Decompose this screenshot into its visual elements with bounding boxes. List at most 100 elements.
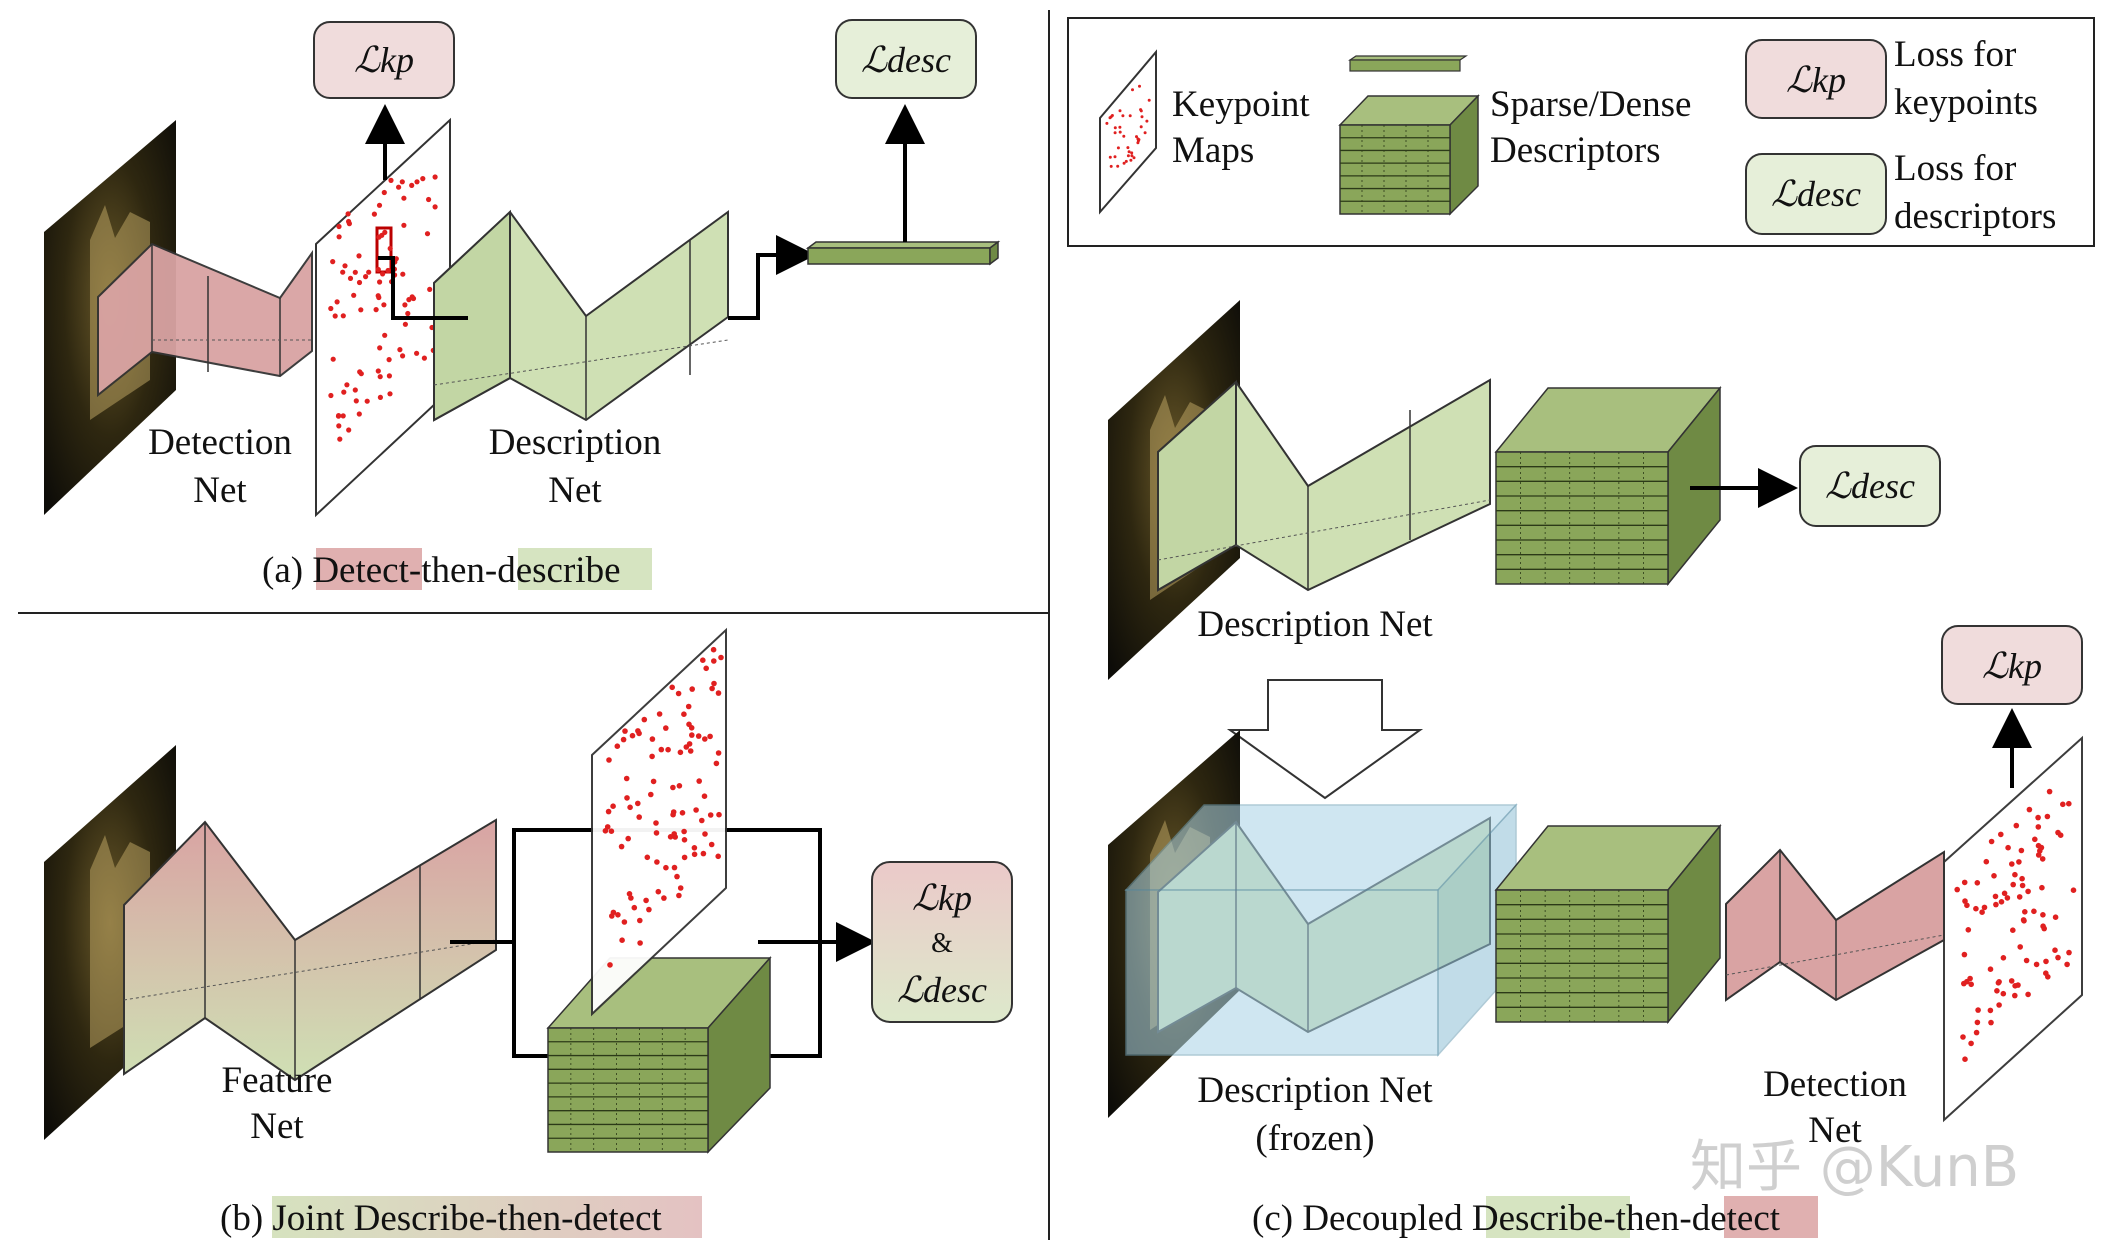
- keypoint-dot: [409, 182, 415, 188]
- keypoint-dot: [330, 259, 336, 265]
- feature-net-b: [123, 818, 497, 1082]
- keypoint-dot: [701, 793, 708, 799]
- keypoint-dot: [1126, 154, 1130, 158]
- keypoint-dot: [2066, 800, 2072, 807]
- description-net-label-2: Net: [548, 470, 602, 511]
- keypoint-dot: [672, 834, 678, 840]
- caption-b-text: Joint Describe-then-detect: [272, 1198, 662, 1239]
- panel-c: ℒdesc Description Net: [1108, 300, 2083, 1239]
- keypoint-dot: [406, 297, 412, 303]
- loss-amp-text-b: &: [931, 928, 953, 959]
- keypoint-dot: [1996, 1002, 2002, 1008]
- legend-keypoint-label-2: Maps: [1172, 130, 1254, 171]
- keypoint-dot: [2010, 881, 2016, 888]
- keypoint-dot: [675, 690, 682, 697]
- keypoint-dot: [1991, 873, 1997, 879]
- keypoint-dot: [715, 853, 721, 860]
- keypoint-dot: [334, 299, 340, 305]
- loss-desc-text-c: ℒdesc: [1825, 466, 1915, 506]
- keypoint-dot: [375, 266, 381, 273]
- keypoint-dot: [1122, 134, 1126, 138]
- keypoint-dot: [1993, 901, 1999, 908]
- keypoint-dot: [1137, 138, 1141, 142]
- arrow-description-to-descriptor: [728, 235, 816, 320]
- caption-c: (c) Decoupled Describe-then-detect: [1252, 1198, 1781, 1239]
- keypoint-dot: [661, 895, 667, 901]
- loss-kp-text-c: ℒkp: [1982, 646, 2042, 686]
- keypoint-dot: [608, 828, 615, 834]
- caption-c-detect: detect: [1692, 1198, 1781, 1239]
- keypoint-dot: [2066, 949, 2072, 956]
- keypoint-dot: [356, 253, 362, 259]
- keypoint-dot: [336, 423, 342, 429]
- keypoint-dot: [635, 728, 641, 734]
- keypoint-dot: [1116, 146, 1120, 150]
- detection-net-label-c-2: Net: [1808, 1110, 1862, 1151]
- keypoint-dot: [627, 804, 633, 811]
- keypoint-dot: [2010, 927, 2016, 933]
- keypoint-dot: [1113, 131, 1117, 135]
- frozen-box: [1124, 803, 1518, 1057]
- caption-b-prefix: (b): [220, 1198, 272, 1239]
- keypoint-dot: [2060, 801, 2066, 808]
- keypoint-dot: [654, 859, 660, 865]
- keypoint-dot: [385, 267, 391, 274]
- keypoint-dot: [716, 811, 722, 818]
- keypoint-dot: [681, 828, 687, 835]
- keypoint-dot: [1975, 1007, 1981, 1013]
- caption-c-then: -then-: [1603, 1198, 1691, 1239]
- keypoint-dot: [620, 736, 627, 743]
- keypoint-dot: [1138, 84, 1141, 88]
- keypoint-dot: [377, 279, 383, 285]
- keypoint-dot: [1992, 893, 1999, 900]
- keypoint-dot: [426, 196, 432, 203]
- keypoint-dot: [1113, 126, 1117, 130]
- keypoint-dot: [708, 841, 715, 848]
- keypoint-dot: [377, 394, 383, 400]
- keypoint-dot: [2043, 958, 2049, 965]
- keypoint-dot: [606, 757, 612, 763]
- keypoint-dot: [330, 356, 336, 362]
- panel-a: ℒkp ℒdesc Detection Net Description Net …: [44, 19, 1001, 591]
- keypoint-dot: [2000, 955, 2007, 961]
- keypoint-dot: [2052, 947, 2058, 953]
- keypoint-dot: [1140, 115, 1144, 119]
- watermark: 知乎 @KunB: [1690, 1135, 2019, 1200]
- keypoint-dot: [1954, 886, 1960, 893]
- keypoint-dot: [345, 211, 351, 217]
- keypoint-dot: [676, 783, 683, 789]
- caption-b: (b) Joint Describe-then-detect: [220, 1198, 662, 1239]
- keypoint-dot: [691, 845, 698, 851]
- legend-keypoint-map-icon: [1099, 49, 1157, 215]
- legend-loss-kp-label-1: Loss for: [1894, 34, 2016, 75]
- keypoint-dot: [655, 888, 662, 895]
- frozen-net-label-1: Description Net: [1197, 1070, 1433, 1111]
- keypoint-dot: [649, 753, 655, 760]
- keypoint-dot: [2018, 847, 2025, 854]
- keypoint-dot: [689, 732, 695, 738]
- keypoint-dot: [691, 851, 698, 858]
- keypoint-dot: [1987, 966, 1994, 972]
- keypoint-dot: [1105, 121, 1109, 125]
- loss-desc-box-c: ℒdesc: [1799, 445, 1941, 527]
- keypoint-dot: [377, 345, 383, 351]
- keypoint-dot: [621, 919, 628, 925]
- keypoint-dot: [702, 831, 708, 837]
- keypoint-dot: [432, 204, 438, 210]
- keypoint-dot: [2000, 990, 2007, 997]
- keypoint-dot: [332, 313, 338, 319]
- legend-loss-desc-label-2: descriptors: [1894, 196, 2056, 237]
- keypoint-dot: [382, 332, 388, 338]
- keypoint-dot: [2013, 822, 2020, 829]
- keypoint-dot: [340, 413, 346, 419]
- keypoint-dot: [1139, 125, 1143, 129]
- keypoint-dot: [2022, 909, 2028, 915]
- keypoint-dots-b: [602, 646, 724, 968]
- keypoint-dot: [702, 736, 708, 742]
- keypoint-dot: [663, 864, 669, 871]
- keypoint-dot: [424, 231, 431, 237]
- keypoint-dot: [371, 211, 377, 217]
- keypoint-dot: [1139, 109, 1143, 113]
- keypoint-dot: [2044, 813, 2051, 820]
- loss-desc-text-b: ℒdesc: [897, 970, 987, 1010]
